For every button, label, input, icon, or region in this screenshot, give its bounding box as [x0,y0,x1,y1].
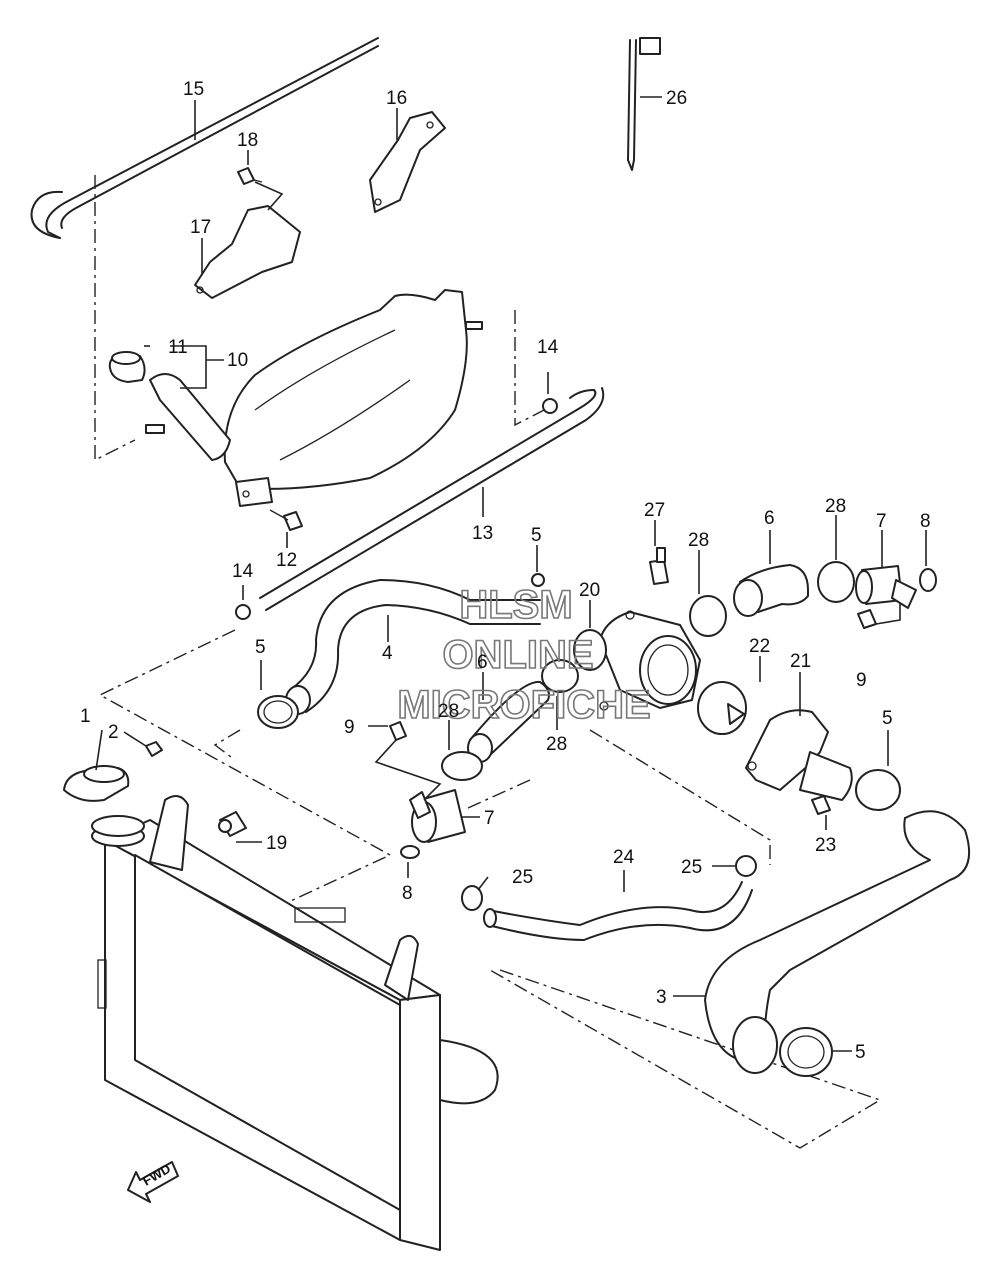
bolt-18 [237,167,263,185]
reservoir-tank [145,289,483,507]
clamp-14-upper [542,398,558,414]
clamp-28-middle-right [541,659,579,693]
callout-25-left: 25 [512,867,533,888]
callout-16: 16 [386,88,407,109]
callout-13: 13 [472,523,493,544]
watermark-line-2: ONLINE [442,633,593,677]
callout-25-right: 25 [681,857,702,878]
callout-19: 19 [266,833,287,854]
callout-28-c: 28 [546,734,567,755]
leader-lines [95,96,927,1052]
bolt-23 [811,795,831,815]
o-ring-8-upper [919,568,937,592]
callout-15: 15 [183,79,204,100]
clamp-28-upper-right [817,561,855,603]
callout-6-middle: 6 [477,652,488,673]
pipe-7-upper [855,565,917,609]
forward-direction-arrow: FWD [127,1161,179,1203]
watermark-line-1: HLSM [459,583,572,627]
callout-9-middle: 9 [344,717,355,738]
temperature-sensor [218,811,247,837]
callout-24: 24 [613,847,635,868]
callout-17: 17 [190,217,211,238]
radiator-filler-neck [91,815,145,847]
callout-9-upper: 9 [856,670,867,691]
callout-2: 2 [108,722,119,743]
callout-5-c: 5 [882,708,893,729]
hose-6-upper [733,564,809,617]
callout-28-b: 28 [825,496,846,517]
callout-22: 22 [749,636,770,657]
callout-12: 12 [276,550,297,571]
thermostat [697,681,747,735]
clamp-5-d [779,1027,833,1077]
bolt-2 [145,741,163,757]
callout-5-b: 5 [531,525,542,546]
callout-23: 23 [815,835,836,856]
callout-14-upper: 14 [537,337,559,358]
clamp-28-upper-left [689,595,727,637]
watermark-line-3: MICROFICHE [397,683,650,727]
breather-pipe-26 [627,37,661,171]
callout-26: 26 [666,88,687,109]
callout-20: 20 [579,580,600,601]
callout-21: 21 [790,651,811,672]
hose-3 [704,810,971,1074]
bolt-9-upper [857,609,877,629]
thermostat-housing [573,610,701,711]
callout-3: 3 [656,987,667,1008]
bracket-16 [369,111,446,213]
clamp-25-right [735,855,757,877]
bolt-12 [269,509,303,531]
callout-8-middle: 8 [402,883,413,904]
clamp-28-middle-left [441,751,483,781]
bracket-17 [194,205,301,299]
callout-7-middle: 7 [484,808,495,829]
clamp-25-left [461,885,483,911]
callout-4: 4 [382,643,393,664]
callout-7-upper: 7 [876,511,887,532]
callout-8-upper: 8 [920,511,931,532]
callout-numbers: 15 16 18 17 26 11 10 14 13 12 14 5 4 5 2… [80,79,931,1063]
clamp-5-c [855,769,901,811]
sensor-27 [649,547,669,585]
callout-11: 11 [168,337,188,358]
radiator [97,795,499,1251]
callout-5-a: 5 [255,637,266,658]
callout-18: 18 [237,130,258,151]
callout-14-lower: 14 [232,561,254,582]
reservoir-cap [108,351,146,383]
watermark: HLSM ONLINE MICROFICHE [397,582,652,728]
callout-5-d: 5 [855,1042,866,1063]
clamp-14-lower [235,604,251,620]
callout-28-d: 28 [438,701,459,722]
callout-10: 10 [227,350,248,371]
clamp-5-b [531,573,545,587]
clamp-5-a [257,695,299,729]
callout-1: 1 [80,706,91,727]
o-ring-8-middle [400,845,420,859]
overflow-hose [30,37,379,239]
bolt-9-middle [389,721,407,741]
thermostat-cover [745,709,853,801]
hose-4 [285,579,541,715]
callout-6-upper: 6 [764,508,775,529]
callout-27: 27 [644,500,665,521]
callout-28-a: 28 [688,530,709,551]
hose-13 [259,387,605,611]
hose-24 [483,881,753,941]
radiator-cap [63,765,130,802]
pipe-7-middle [409,789,466,843]
